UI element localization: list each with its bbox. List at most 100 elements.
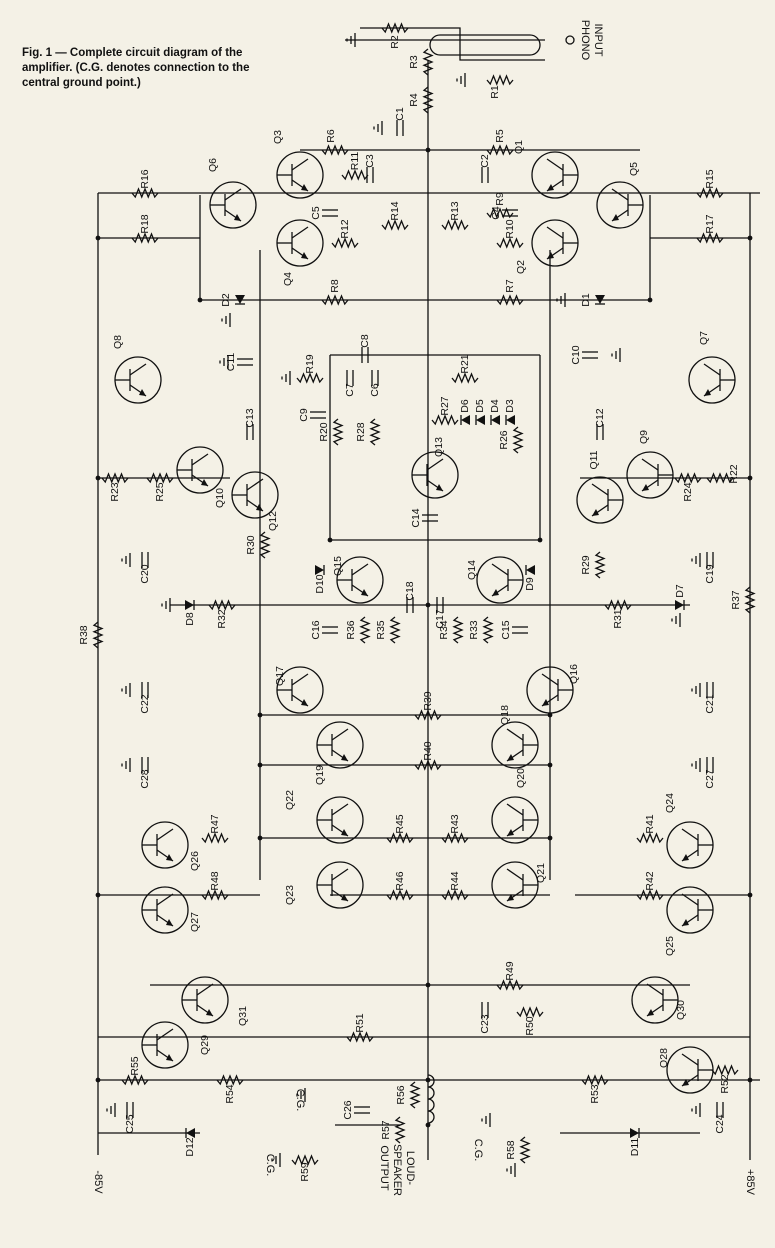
diode-symbol (525, 565, 535, 575)
transistor-arrow (341, 754, 348, 761)
resistor-symbol (441, 889, 469, 901)
transistor-label: Q13 (433, 437, 445, 457)
resistor-label: R19 (304, 354, 316, 373)
resistor-symbol (394, 1116, 406, 1144)
resistor-label: R1 (489, 85, 501, 99)
transistor-label: Q19 (314, 765, 326, 785)
resistor-label: R2 (389, 35, 401, 49)
resistor-symbol (441, 832, 469, 844)
resistor-label: R33 (468, 620, 480, 639)
transistor-symbol (666, 1046, 714, 1094)
junction-dot (747, 1077, 753, 1083)
capacitor-label: C22 (139, 694, 151, 713)
resistor-label: R49 (504, 961, 516, 980)
transistor-symbol (276, 666, 324, 714)
transistor-label: Q9 (638, 430, 650, 444)
capacitor-label: C5 (310, 206, 322, 220)
diode-label: D3 (504, 399, 516, 413)
transistor-collector (541, 673, 559, 686)
resistor-label: R10 (504, 219, 516, 238)
resistor-symbol (414, 759, 442, 771)
transistor-label: Q8 (112, 335, 124, 349)
resistor-symbol (496, 294, 524, 306)
resistor-symbol (486, 207, 514, 219)
transistor-arrow (647, 1009, 654, 1016)
resistor-label: R47 (209, 814, 221, 833)
transistor-symbol (141, 886, 189, 934)
resistor-symbol (131, 232, 159, 244)
resistor-symbol (131, 187, 159, 199)
diode-body (185, 600, 194, 610)
inductor-coil (427, 1086, 435, 1100)
junction-dot (547, 835, 553, 841)
transistor-collector (351, 563, 369, 576)
diode-body (461, 415, 470, 425)
loudspeaker-output-label: OUTPUT (378, 1145, 390, 1191)
diode-symbol (505, 415, 515, 425)
resistor-label: R36 (345, 620, 357, 639)
transistor-label: Q12 (267, 511, 279, 531)
transistor-arrow (201, 479, 208, 486)
junction-dot (647, 297, 653, 303)
transistor-arrow (507, 829, 514, 836)
resistor-label: R51 (354, 1013, 366, 1032)
resistor-symbol (486, 144, 514, 156)
junction-dot (95, 1077, 101, 1083)
transistor-arrow (682, 919, 689, 926)
transistor-label: Q14 (466, 560, 478, 580)
transistor-arrow (166, 854, 173, 861)
transistor-arrow (341, 829, 348, 836)
transistor-collector (156, 1028, 174, 1041)
capacitor-label: C17 (434, 609, 446, 628)
component-labels: Q1Q2Q3Q4Q5Q6Q7Q8Q9Q10Q11Q12Q13Q14Q15Q16Q… (78, 35, 742, 1181)
diode-body (675, 600, 684, 610)
diode-label: D6 (459, 399, 471, 413)
junction-dot (197, 297, 203, 303)
resistor-symbol (331, 237, 359, 249)
transistor-symbol (411, 451, 459, 499)
transistor-arrow (206, 1009, 213, 1016)
resistor-label: R52 (719, 1074, 731, 1093)
capacitor-label: C13 (244, 408, 256, 427)
junction-dot (547, 712, 553, 718)
junction-dot (747, 475, 753, 481)
capacitor-label: C28 (139, 769, 151, 788)
resistor-label: R30 (245, 535, 257, 554)
resistor-label: R16 (139, 169, 151, 188)
resistor-label: R12 (339, 219, 351, 238)
resistor-label: R57 (380, 1120, 392, 1139)
capacitor-label: C6 (369, 383, 381, 397)
resistor-symbol (604, 599, 632, 611)
resistor-symbol (482, 616, 494, 644)
resistor-label: R18 (139, 214, 151, 233)
resistor-symbol (486, 74, 514, 86)
diode-label: D7 (674, 584, 686, 598)
diode-label: D8 (184, 612, 196, 626)
transistor-arrow (301, 184, 308, 191)
diode-symbol (475, 415, 485, 425)
transistor-collector (224, 188, 242, 201)
capacitor-label: C19 (704, 564, 716, 583)
transistor-arrow (592, 509, 599, 516)
diode-body (595, 295, 605, 304)
diode-body (315, 565, 324, 575)
diode-symbol (595, 295, 605, 305)
transistor-label: Q23 (284, 885, 296, 905)
transistor-arrow (704, 389, 711, 396)
transistor-label: Q17 (274, 666, 286, 686)
transistor-symbol (531, 219, 579, 267)
junction-dot (95, 475, 101, 481)
resistor-label: R9 (494, 192, 506, 206)
diode-label: D1 (580, 293, 592, 307)
transistor-arrow (547, 252, 554, 259)
loudspeaker-output-label: LOUD- (404, 1151, 416, 1186)
resistor-symbol (414, 709, 442, 721)
capacitor-label: C9 (298, 408, 310, 422)
resistor-symbol (208, 599, 236, 611)
resistor-label: R46 (394, 871, 406, 890)
resistor-symbol (744, 586, 756, 614)
central-ground-label: C.G. (472, 1139, 484, 1162)
resistor-label: R44 (449, 871, 461, 890)
junction-dot (537, 537, 543, 543)
